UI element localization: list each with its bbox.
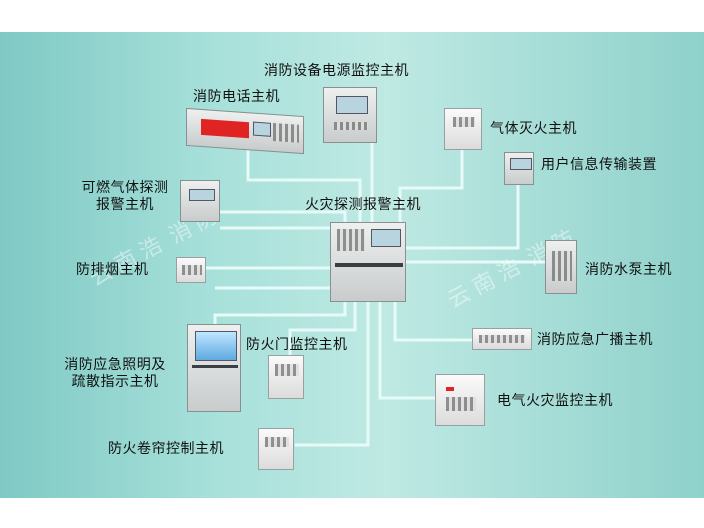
wire-gas-extinguish (398, 150, 464, 225)
device-keys (334, 122, 368, 130)
wire-lighting (213, 302, 347, 325)
divider (335, 263, 403, 267)
label-user-info: 用户信息传输装置 (541, 157, 657, 173)
wire-door (288, 302, 357, 355)
device-screen (371, 229, 401, 247)
user-info-device (504, 152, 534, 185)
device-keys (479, 335, 525, 343)
label-gas-detect-line1: 可燃气体探测 (81, 180, 169, 196)
device-screen (510, 158, 532, 170)
smoke-exhaust-device (176, 257, 206, 283)
device-screen (336, 96, 368, 114)
label-broadcast: 消防应急广播主机 (537, 332, 653, 348)
device-screen (253, 121, 271, 137)
label-lighting-line2: 疏散指示主机 (71, 374, 159, 390)
door-monitor-device (268, 355, 304, 399)
divider (192, 365, 238, 368)
label-shutter: 防火卷帘控制主机 (108, 441, 224, 457)
device-keys (446, 397, 476, 411)
label-power-monitor: 消防设备电源监控主机 (264, 63, 409, 79)
device-keys (275, 364, 299, 376)
device-keys (265, 437, 289, 447)
wire-user-info (405, 185, 520, 250)
wire-shutter (295, 302, 370, 447)
label-gas-detect: 可燃气体探测 报警主机 (70, 180, 180, 214)
label-gas-detect-line2: 报警主机 (96, 197, 154, 213)
electrical-fire-device (435, 374, 485, 426)
label-electrical: 电气火灾监控主机 (497, 393, 613, 409)
power-monitor-device (323, 87, 377, 143)
device-keys (273, 122, 299, 143)
wire-broadcast (393, 300, 480, 342)
label-smoke-exhaust: 防排烟主机 (76, 262, 149, 278)
wire-phone (246, 150, 362, 225)
device-keys (552, 251, 572, 281)
wire-gas-detect (220, 210, 347, 225)
label-lighting: 消防应急照明及 疏散指示主机 (50, 357, 180, 391)
red-indicator (446, 387, 454, 391)
fire-shutter-device (258, 428, 294, 470)
label-gas-extinguish: 气体灭火主机 (490, 121, 577, 137)
lighting-evac-device (187, 324, 241, 412)
red-panel (201, 118, 249, 139)
wire-electrical (378, 302, 435, 400)
label-pump: 消防水泵主机 (585, 262, 672, 278)
device-keys (453, 117, 475, 127)
broadcast-device (472, 328, 532, 350)
fire-alarm-central-device (330, 222, 406, 302)
device-keys (182, 265, 202, 275)
device-keys (337, 229, 365, 251)
label-phone: 消防电话主机 (193, 89, 280, 105)
gas-extinguish-device (444, 108, 482, 150)
label-lighting-line1: 消防应急照明及 (64, 357, 166, 373)
pump-device (545, 240, 577, 294)
label-fire-alarm: 火灾探测报警主机 (305, 197, 421, 213)
device-screen (189, 189, 215, 201)
device-screen (195, 331, 237, 361)
gas-detect-device (180, 180, 220, 222)
label-door: 防火门监控主机 (246, 337, 348, 353)
